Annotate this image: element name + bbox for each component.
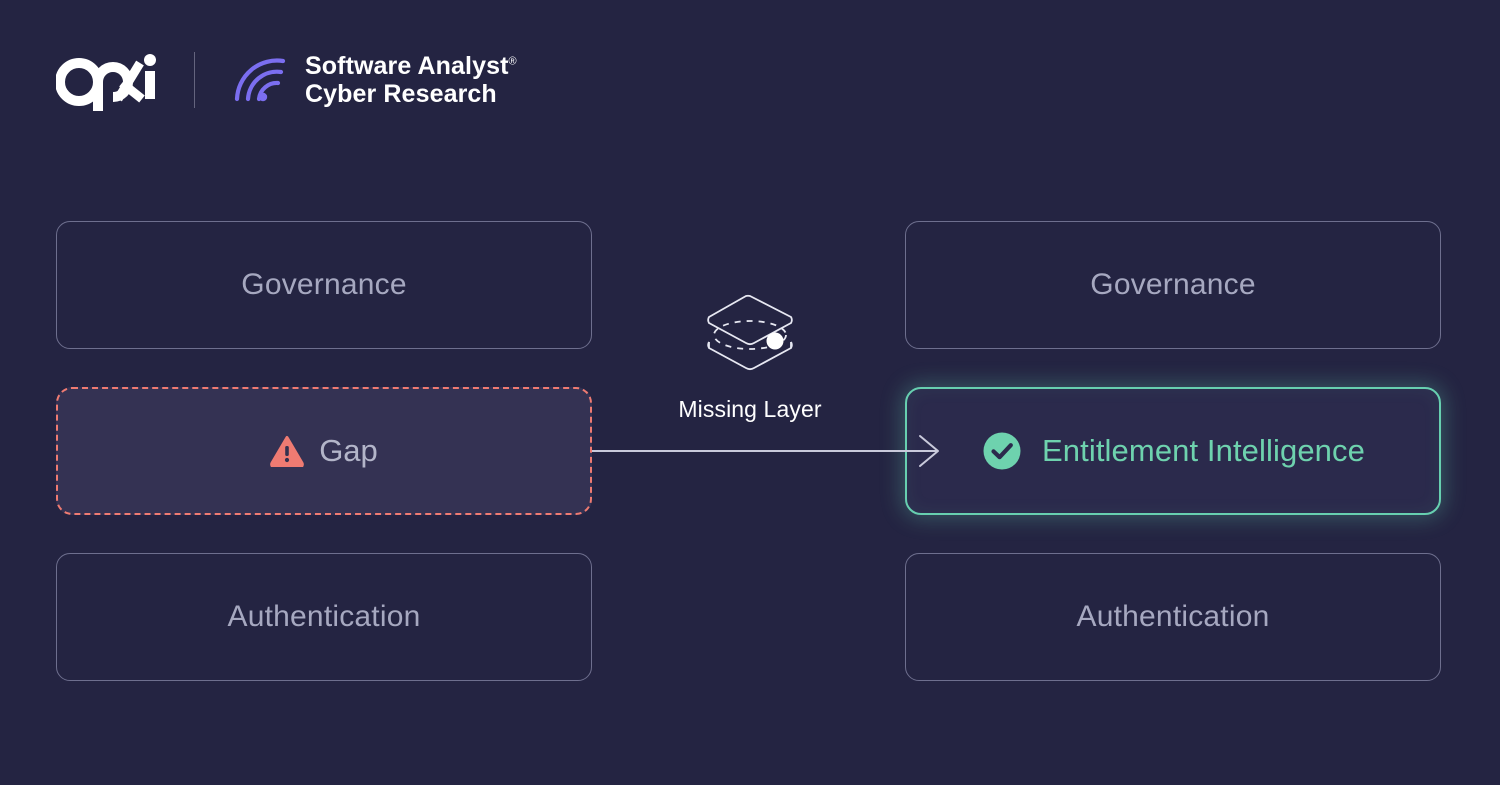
right-layer-governance-label: Governance xyxy=(1090,268,1256,301)
brand-line-2: Cyber Research xyxy=(305,80,497,108)
right-layer-authentication: Authentication xyxy=(905,553,1441,681)
signal-arcs-icon xyxy=(231,57,293,103)
warning-triangle-icon xyxy=(270,435,304,470)
brand-line-1-text: Software Analyst xyxy=(305,52,509,80)
vertical-divider xyxy=(194,52,195,108)
missing-layer-callout: Missing Layer xyxy=(636,290,864,423)
missing-layer-label: Missing Layer xyxy=(678,396,822,422)
left-layer-authentication-label: Authentication xyxy=(227,600,421,633)
gap-layer-label: Gap xyxy=(319,433,378,468)
brand-header: Software Analyst® Cyber Research xyxy=(55,42,517,118)
gap-layer-card: Gap xyxy=(56,387,592,515)
software-analyst-logo: Software Analyst® Cyber Research xyxy=(231,52,517,108)
left-layer-governance-label: Governance xyxy=(241,268,407,301)
right-stack: Governance Entitlement Intelligence Auth… xyxy=(905,221,1441,719)
left-layer-governance: Governance xyxy=(56,221,592,349)
entitlement-intelligence-label: Entitlement Intelligence xyxy=(1042,433,1365,468)
registered-mark: ® xyxy=(508,55,517,68)
opti-logo-icon xyxy=(55,49,162,111)
check-circle-icon xyxy=(981,430,1023,472)
left-layer-authentication: Authentication xyxy=(56,553,592,681)
entitlement-intelligence-card: Entitlement Intelligence xyxy=(905,387,1441,515)
brand-line-1: Software Analyst® xyxy=(305,52,517,80)
stacked-layers-icon xyxy=(698,290,802,382)
left-stack: Governance Gap Authentication xyxy=(56,221,592,719)
right-layer-authentication-label: Authentication xyxy=(1076,600,1270,633)
right-arrow xyxy=(592,430,944,472)
right-layer-governance: Governance xyxy=(905,221,1441,349)
